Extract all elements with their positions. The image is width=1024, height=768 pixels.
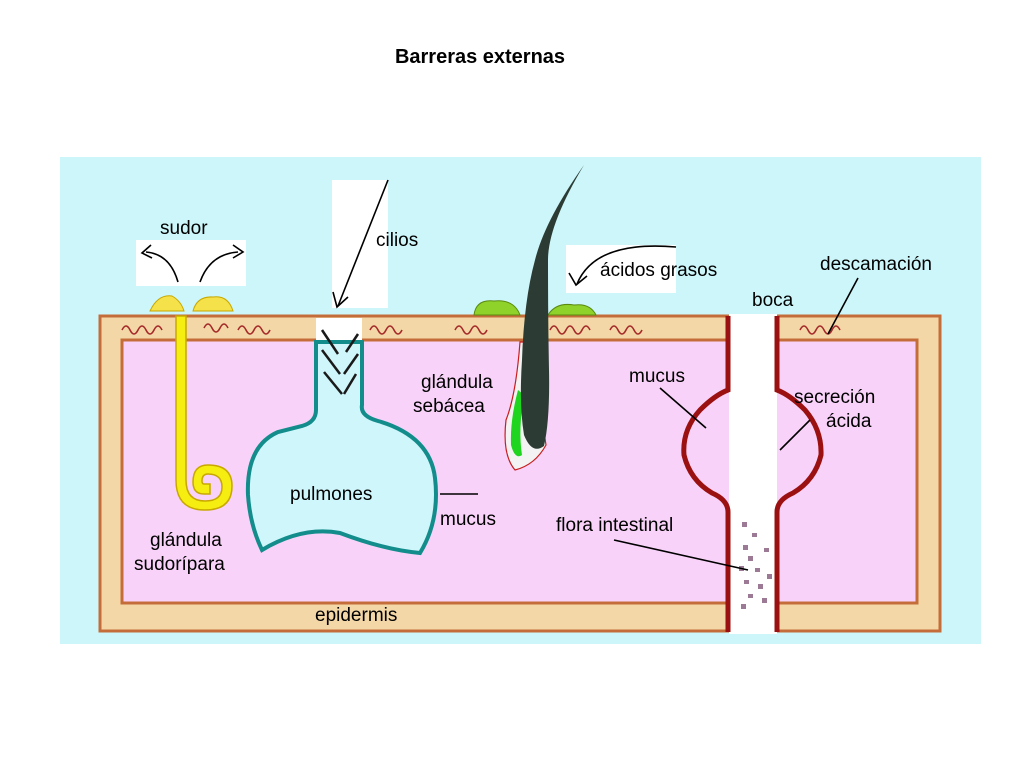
leader-lines	[440, 277, 859, 571]
gut-walls	[681, 316, 824, 632]
label-acidos-grasos: ácidos grasos	[600, 260, 717, 281]
label-glandula-sebacea-1: glándula	[421, 372, 493, 393]
label-flora-intestinal: flora intestinal	[556, 515, 673, 536]
flora-leader	[613, 539, 749, 571]
acidos-arrow	[568, 245, 677, 287]
lungs	[245, 340, 438, 556]
label-mucus-lung: mucus	[440, 509, 496, 530]
sweat-drop-right	[192, 296, 234, 312]
gut-opening	[729, 314, 777, 634]
label-glandula-sebacea-2: sebácea	[413, 396, 485, 417]
label-pulmones: pulmones	[290, 484, 372, 505]
sudor-arrows	[140, 244, 245, 283]
sweat-drop-left	[149, 295, 185, 312]
acidos-arrow-box	[566, 245, 676, 293]
sweat-gland	[175, 315, 233, 511]
sebum-blob-left	[473, 300, 521, 316]
label-descamacion: descamación	[820, 254, 932, 275]
label-cilios: cilios	[376, 230, 418, 251]
label-epidermis: epidermis	[315, 605, 397, 626]
label-glandula-sudoripara-2: sudorípara	[134, 554, 225, 575]
label-sudor: sudor	[160, 218, 208, 239]
sebaceous-green	[510, 390, 524, 457]
descamacion-leader	[827, 277, 859, 335]
label-mucus-gut: mucus	[629, 366, 685, 387]
label-secrecion-2: ácida	[826, 411, 872, 432]
hair	[520, 165, 584, 449]
sudor-arrows-box	[136, 240, 246, 286]
label-boca: boca	[752, 290, 794, 311]
page-title: Barreras externas	[394, 46, 566, 68]
cilios-arrow	[332, 179, 389, 309]
mucus-gut-leader	[659, 387, 707, 429]
label-secrecion-1: secreción	[794, 387, 875, 408]
sebum-blob-right	[547, 304, 597, 316]
descamation-waves	[121, 323, 841, 335]
label-glandula-sudoripara-1: glándula	[150, 530, 222, 551]
secrecion-leader	[779, 419, 811, 451]
cilios-arrow-box	[332, 180, 388, 308]
cilia-marks	[320, 329, 360, 395]
